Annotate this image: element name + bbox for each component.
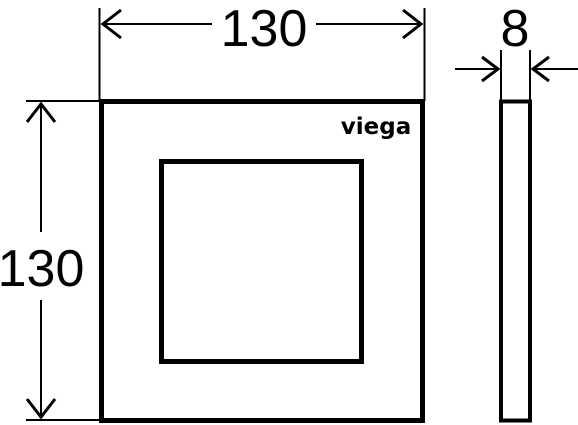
side-view xyxy=(499,99,532,423)
height-value: 130 xyxy=(0,240,84,298)
height-dimension: 130 xyxy=(0,100,101,421)
depth-dimension: 8 xyxy=(455,0,578,101)
width-arrow-right xyxy=(402,8,424,40)
plate-outline xyxy=(99,99,425,423)
depth-arrow-left xyxy=(481,55,501,83)
width-arrow-left xyxy=(100,8,122,40)
width-dimension: 130 xyxy=(98,0,426,101)
brand-logo: viega xyxy=(341,114,411,140)
depth-value: 8 xyxy=(501,0,530,58)
actuator-button-outline xyxy=(159,159,364,364)
width-value: 130 xyxy=(221,0,308,58)
depth-arrow-right xyxy=(530,55,550,83)
front-view: viega xyxy=(99,99,425,423)
height-arrow-bottom xyxy=(25,398,57,420)
height-arrow-top xyxy=(25,101,57,123)
plate-profile xyxy=(499,99,532,423)
